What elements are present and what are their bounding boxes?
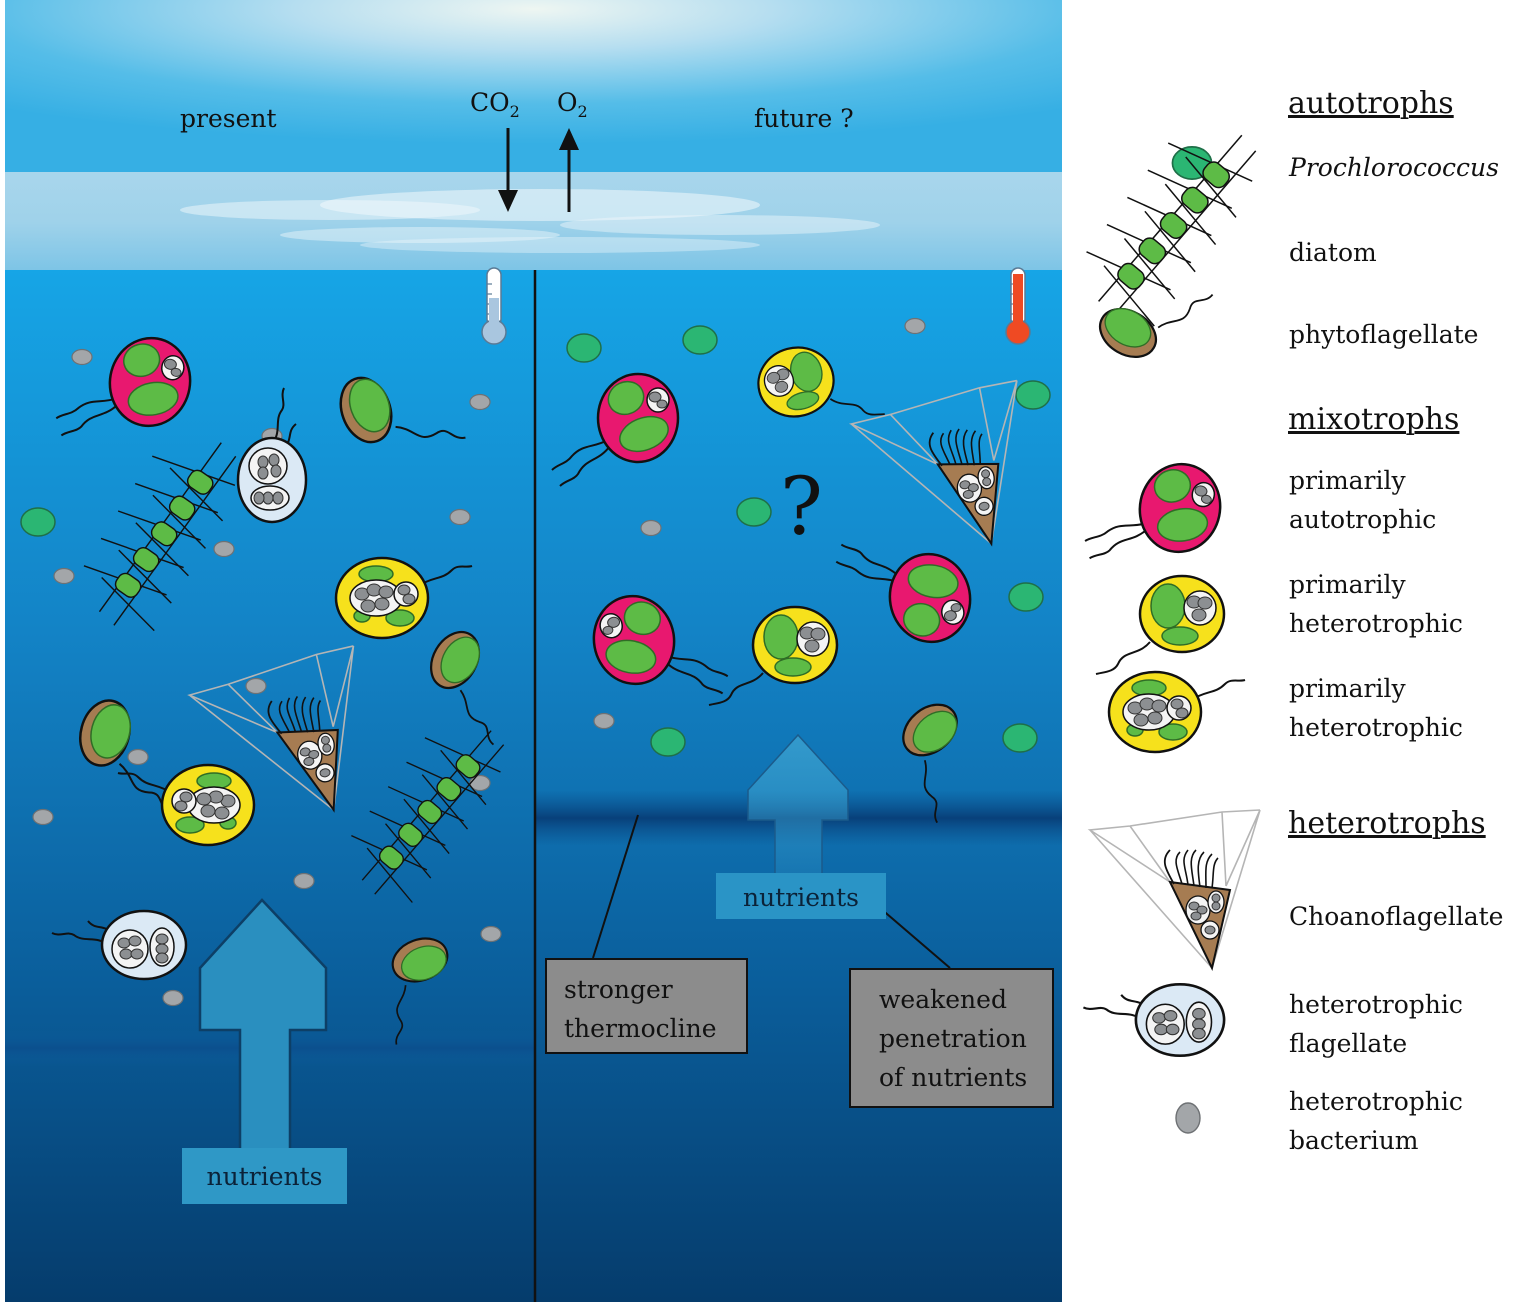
nutrients-arrow-present: [198, 898, 328, 1202]
legend-primarily-heterotrophic-a1: primarily: [1289, 570, 1406, 599]
sky: [5, 0, 1062, 180]
thermocline-callout-line: [592, 814, 639, 959]
legend-heterotrophic-flagellate-2: flagellate: [1289, 1029, 1408, 1058]
primarily-autotrophic-icon: [1080, 445, 1230, 585]
legend-primarily-heterotrophic-a2: heterotrophic: [1289, 609, 1463, 638]
legend-icons: [1049, 110, 1306, 1134]
legend-choanoflagellate: Choanoflagellate: [1289, 902, 1504, 931]
o2-label: O2: [557, 88, 588, 121]
legend-diatom: diatom: [1289, 238, 1377, 267]
primarily-heterotrophic-icon-2: [1107, 670, 1247, 754]
surface-glints: [180, 189, 880, 253]
co2-text: CO: [470, 88, 510, 117]
legend-heterotrophic-bacterium-1: heterotrophic: [1289, 1087, 1463, 1116]
question-mark: ?: [780, 460, 823, 553]
legend-heterotrophic-bacterium-2: bacterium: [1289, 1126, 1419, 1155]
future-label: future ?: [754, 104, 854, 133]
nutrients-arrow-future: [747, 733, 849, 881]
legend-prochlorococcus: Prochlorococcus: [1289, 153, 1499, 182]
thermometer-warm-icon: [1005, 267, 1031, 345]
co2-down-arrow: [498, 128, 518, 212]
legend-primarily-heterotrophic-b1: primarily: [1289, 674, 1406, 703]
co2-label: CO2: [470, 88, 520, 121]
diatom-icon: [1049, 110, 1306, 344]
present-label: present: [180, 104, 277, 133]
nutrients-label-present: nutrients: [182, 1148, 347, 1204]
thermometer-cold-icon: [481, 267, 507, 345]
penetration-line-1: weakened: [879, 985, 1007, 1014]
heterotrophic-bacterium-icon: [1175, 1102, 1201, 1134]
legend-heterotrophs-heading: heterotrophs: [1288, 806, 1486, 841]
weakened-penetration-box: weakened penetration of nutrients: [849, 968, 1054, 1108]
o2-subscript: 2: [577, 102, 588, 121]
ocean-body: [5, 270, 1062, 1302]
co2-subscript: 2: [509, 102, 520, 121]
o2-text: O: [557, 88, 578, 117]
o2-up-arrow: [559, 128, 579, 212]
penetration-callout-line: [879, 907, 951, 969]
stronger-thermocline-box: stronger thermocline: [545, 958, 748, 1054]
legend-autotrophs-heading: autotrophs: [1288, 86, 1454, 121]
legend-primarily-autotrophic-2: autotrophic: [1289, 505, 1437, 534]
penetration-line-2: penetration: [879, 1024, 1027, 1053]
legend-primarily-autotrophic-1: primarily: [1289, 466, 1406, 495]
legend-mixotrophs-heading: mixotrophs: [1288, 402, 1460, 437]
legend-primarily-heterotrophic-b2: heterotrophic: [1289, 713, 1463, 742]
sea-surface: [5, 172, 1062, 272]
penetration-line-3: of nutrients: [879, 1063, 1028, 1092]
legend-heterotrophic-flagellate-1: heterotrophic: [1289, 990, 1463, 1019]
nutrients-label-future: nutrients: [716, 873, 886, 919]
legend-phytoflagellate: phytoflagellate: [1289, 320, 1479, 349]
thermocline-line-1: stronger: [564, 975, 673, 1004]
thermocline-line-2: thermocline: [564, 1014, 717, 1043]
heterotrophic-flagellate-icon: [1082, 982, 1226, 1058]
choanoflagellate-icon: [1089, 809, 1261, 969]
primarily-heterotrophic-icon-1: [1094, 574, 1226, 676]
